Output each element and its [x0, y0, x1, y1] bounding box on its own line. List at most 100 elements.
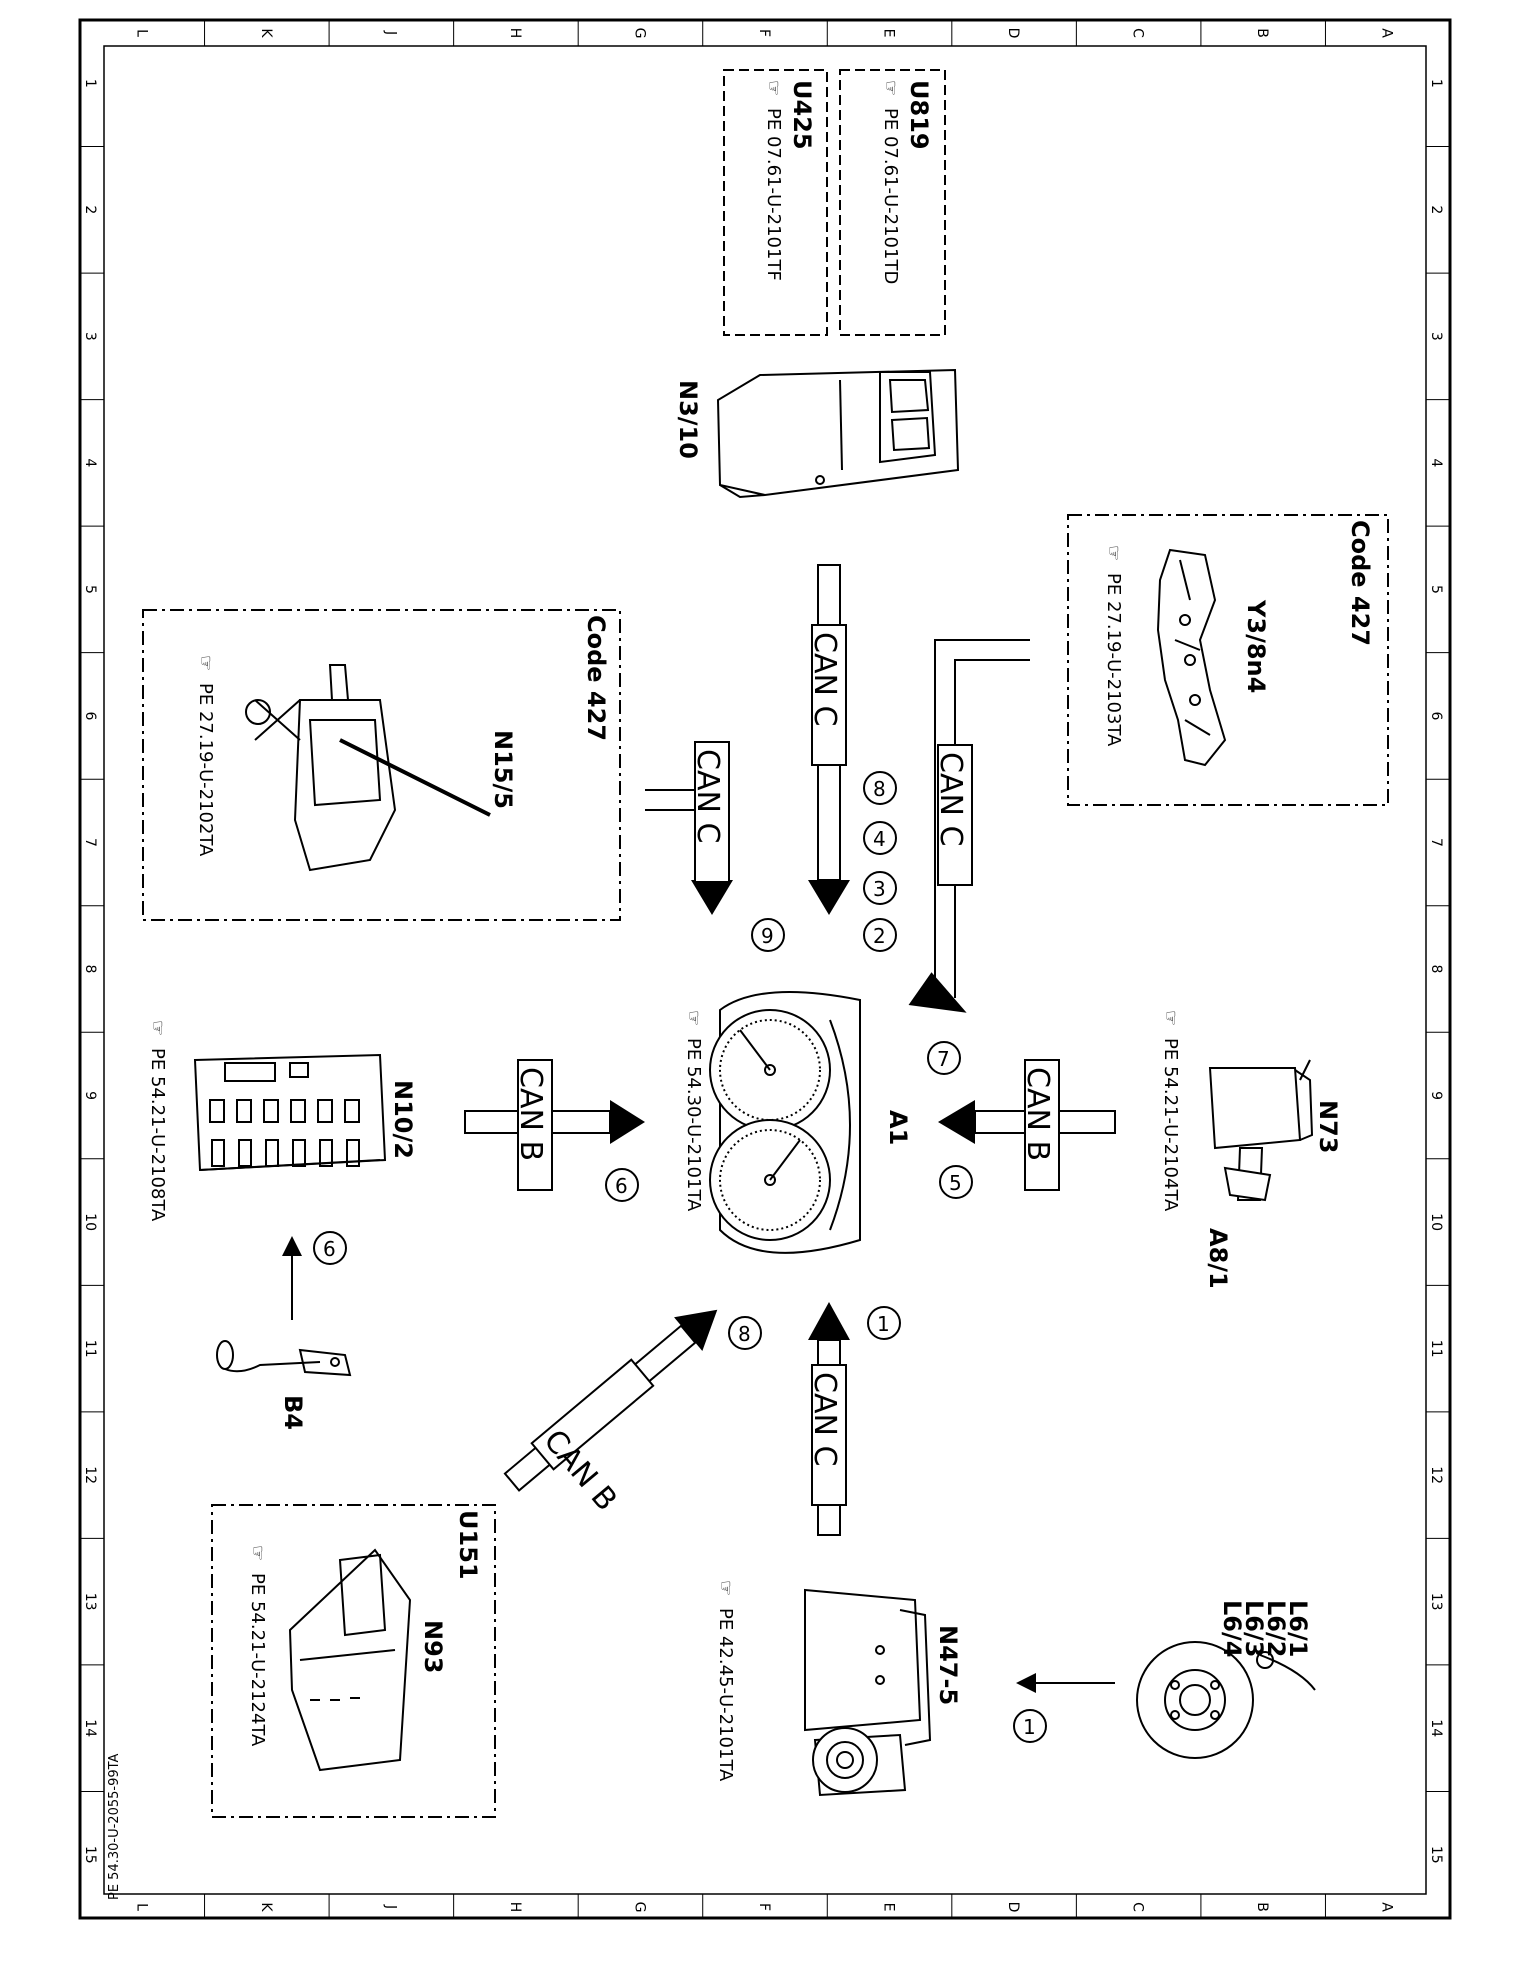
- signal-9: 9: [751, 918, 785, 952]
- can-c-label: CAN C: [933, 752, 968, 846]
- fuse-slot: [290, 1099, 306, 1123]
- b4-label: B4: [279, 1395, 307, 1430]
- svg-text:8: 8: [873, 777, 886, 801]
- u819-box: U819 ☞ PE 07.61-U-2101TD: [839, 69, 946, 336]
- u819-ref-icon: ☞: [880, 80, 901, 96]
- u819-ref: PE 07.61-U-2101TD: [880, 108, 901, 284]
- frame-row-label: 9: [82, 1091, 98, 1100]
- fuse-slot: [317, 1099, 333, 1123]
- n93-module-icon: [288, 1548, 412, 1772]
- frame-col-label: C: [1130, 1902, 1146, 1912]
- can-c-from-n15-5: CAN C: [645, 741, 733, 915]
- signal-2: 2: [863, 918, 897, 952]
- fuse-slot: [236, 1099, 252, 1123]
- n15-5-label: N15/5: [489, 730, 517, 809]
- a8-1-label: A8/1: [1204, 1228, 1232, 1289]
- can-c-from-n3-10: CAN C: [807, 564, 850, 915]
- y3-8n4-code: Code 427: [1346, 520, 1374, 646]
- u425-ref-icon: ☞: [763, 80, 784, 96]
- fuse-slot: [209, 1099, 225, 1123]
- relay-slot: [292, 1139, 306, 1167]
- y3-8n4-ref-icon: ☞: [1103, 545, 1124, 561]
- svg-text:L6/4: L6/4: [1218, 1600, 1246, 1657]
- svg-text:5: 5: [949, 1171, 962, 1195]
- n15-5-code: Code 427: [582, 615, 610, 741]
- l6-labels: L6/1 L6/2 L6/3 L6/4: [1218, 1600, 1312, 1657]
- n47-5-ref: PE 42.45-U-2101TA: [715, 1608, 736, 1782]
- frame-col-label: J: [382, 30, 398, 35]
- relay-slot: [211, 1139, 225, 1167]
- frame-row-label: 10: [82, 1213, 98, 1231]
- a1-ref-icon: ☞: [683, 1010, 704, 1026]
- u425-box: U425 ☞ PE 07.61-U-2101TF: [723, 69, 828, 336]
- frame-row-label: 6: [82, 711, 98, 720]
- frame-row-label: 11: [82, 1340, 98, 1358]
- frame-col-label: J: [382, 1904, 398, 1909]
- n15-5-box: Code 427 N15/5 ☞ PE 27.19-U-2102TA: [142, 609, 621, 921]
- l6-wheel-sensor: [1016, 1641, 1316, 1759]
- n15-5-ref-icon: ☞: [195, 655, 216, 671]
- frame-row-label: 4: [1428, 458, 1444, 467]
- frame-row-label: 3: [1428, 332, 1444, 341]
- u425-ref: PE 07.61-U-2101TF: [763, 108, 784, 281]
- n10-2-label: N10/2: [389, 1080, 417, 1159]
- n47-5-esp-module: [804, 1588, 932, 1797]
- signal-8-bottom: 8: [728, 1316, 762, 1350]
- frame-row-label: 10: [1428, 1213, 1444, 1231]
- signal-6-b4: 6: [313, 1231, 347, 1265]
- a1-label: A1: [884, 1110, 912, 1145]
- can-c-label: CAN C: [807, 1372, 842, 1466]
- n10-2-ref-icon: ☞: [147, 1020, 168, 1036]
- document-number: PE 54.30-U-2055-99TA: [107, 1753, 122, 1900]
- svg-text:2: 2: [873, 924, 886, 948]
- frame-row-label: 15: [82, 1846, 98, 1864]
- signal-4: 4: [863, 821, 897, 855]
- n10-2-module: [193, 1053, 387, 1172]
- svg-text:7: 7: [937, 1047, 950, 1071]
- y3-8n4-label: Y3/8n4: [1242, 599, 1270, 693]
- svg-text:6: 6: [615, 1174, 628, 1198]
- relay-slot: [346, 1139, 360, 1167]
- frame-col-label: E: [881, 1903, 897, 1912]
- n10-2-ref: PE 54.21-U-2108TA: [147, 1048, 168, 1222]
- signal-3: 3: [863, 871, 897, 905]
- y3-8n4-box: Code 427 Y3/8n4 ☞ PE 27.19-U-2103TA: [1067, 514, 1389, 806]
- frame-col-label: A: [1379, 28, 1395, 38]
- n73-ref: PE 54.21-U-2104TA: [1160, 1038, 1181, 1212]
- n93-label: N93: [419, 1620, 447, 1673]
- n73-ignition-switch: [1208, 1059, 1314, 1202]
- frame-row-label: 1: [1428, 79, 1444, 88]
- frame-col-label: F: [756, 29, 772, 37]
- signal-5: 5: [939, 1165, 973, 1199]
- frame-row-label: 2: [1428, 205, 1444, 214]
- frame-col-label: B: [1254, 1902, 1270, 1912]
- frame-row-label: 6: [1428, 711, 1444, 720]
- svg-text:L6/3: L6/3: [1240, 1600, 1268, 1657]
- relay-slot: [319, 1139, 333, 1167]
- frame-row-label: 3: [82, 332, 98, 341]
- frame-col-label: A: [1379, 1902, 1395, 1912]
- signal-1-l6: 1: [1013, 1709, 1047, 1743]
- a1-instrument-cluster: [709, 991, 861, 1254]
- frame-col-label: K: [258, 28, 274, 38]
- frame-col-label: L: [133, 29, 149, 37]
- n73-label: N73: [1314, 1100, 1342, 1153]
- frame-row-label: 1: [82, 79, 98, 88]
- n47-5-ref-icon: ☞: [715, 1580, 736, 1596]
- frame-row-label: 7: [1428, 838, 1444, 847]
- frame-col-label: F: [756, 1903, 772, 1911]
- svg-text:6: 6: [323, 1237, 336, 1261]
- frame-row-label: 15: [1428, 1846, 1444, 1864]
- n93-ref-icon: ☞: [247, 1545, 268, 1561]
- signal-markers: 8 4 3 2 9 7 5 6 1 8 6 1: [313, 771, 1047, 1743]
- svg-text:4: 4: [873, 827, 886, 851]
- frame-col-label: D: [1005, 1902, 1021, 1913]
- a1-ref: PE 54.30-U-2101TA: [683, 1038, 704, 1212]
- frame-row-label: 9: [1428, 1091, 1444, 1100]
- frame-row-label: 14: [82, 1719, 98, 1737]
- frame-col-label: C: [1130, 28, 1146, 38]
- can-c-label: CAN C: [807, 632, 842, 726]
- u425-tag: U425: [788, 80, 816, 150]
- frame-row-label: 8: [1428, 965, 1444, 974]
